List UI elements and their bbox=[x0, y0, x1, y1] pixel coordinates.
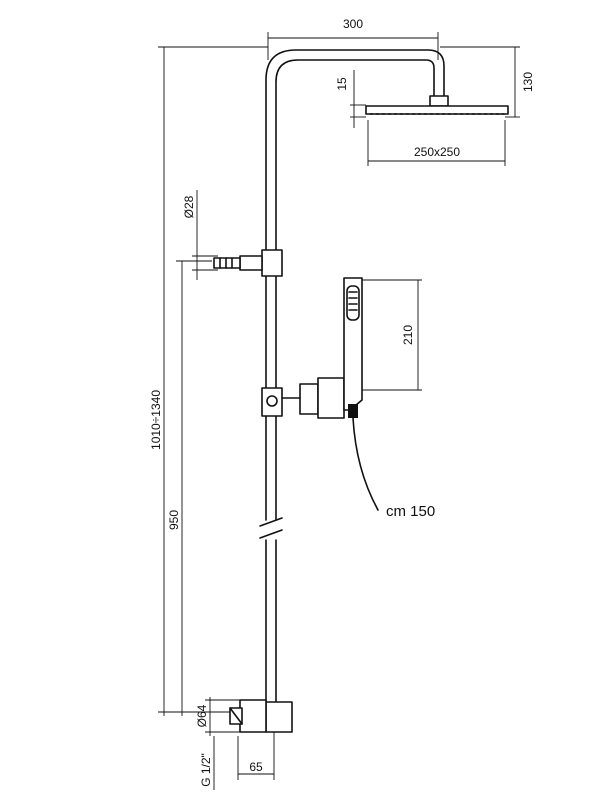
shower-head bbox=[365, 95, 509, 115]
label-head-gap: 15 bbox=[335, 77, 349, 91]
hose bbox=[352, 417, 379, 511]
label-hose-length: cm 150 bbox=[386, 503, 435, 520]
label-arm-diameter: Ø28 bbox=[182, 195, 196, 218]
wall-connector bbox=[229, 699, 293, 733]
handshower bbox=[343, 277, 379, 511]
label-width-300: 300 bbox=[343, 17, 363, 31]
label-depth: 65 bbox=[249, 760, 263, 774]
break-mark bbox=[259, 517, 283, 527]
label-thread: G 1/2" bbox=[199, 753, 213, 787]
handshower-holder bbox=[261, 377, 345, 419]
label-head-height: 130 bbox=[521, 72, 535, 92]
label-total-height: 1010÷1340 bbox=[149, 390, 163, 450]
label-handshower-length: 210 bbox=[401, 325, 415, 345]
dimension-labels: 300 15 130 250x250 Ø28 210 1010÷1340 950… bbox=[149, 17, 535, 787]
break-mark-lower bbox=[259, 529, 283, 539]
dimension-lines bbox=[158, 32, 520, 790]
label-outlet-height: 950 bbox=[167, 510, 181, 530]
label-connector-diameter: Ø64 bbox=[195, 704, 209, 727]
wall-bracket bbox=[213, 249, 283, 277]
label-head-size: 250x250 bbox=[414, 145, 460, 159]
